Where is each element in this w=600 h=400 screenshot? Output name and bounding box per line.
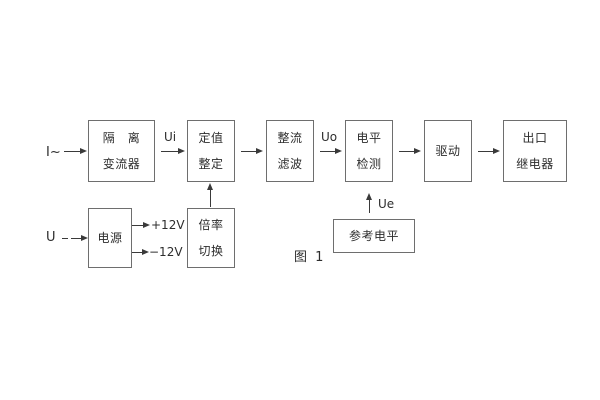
block-isolation-transformer-line2: 变流器: [102, 157, 141, 171]
block-rectifier-filter: 整流 滤波: [266, 120, 314, 182]
rail-positive-label: +12V: [151, 218, 185, 232]
block-output-relay: 出口 继电器: [503, 120, 567, 182]
arrow-voltage-to-power: [71, 235, 88, 241]
arrow-isolation-to-setting: [161, 148, 185, 154]
block-setting-adjust-line2: 整定: [198, 157, 224, 171]
block-level-detect-line1: 电平: [356, 131, 382, 145]
block-power-supply-label: 电源: [97, 231, 123, 245]
signal-ue-label: Ue: [378, 197, 395, 211]
block-ratio-switch-line1: 倍率: [198, 218, 224, 232]
signal-ui-label: Ui: [164, 130, 177, 144]
dash-voltage-input: [62, 238, 68, 239]
block-rectifier-filter-line1: 整流: [277, 131, 303, 145]
block-reference-level: 参考电平: [333, 219, 415, 253]
arrow-power-negative-rail: [132, 249, 149, 255]
block-level-detect: 电平 检测: [345, 120, 393, 182]
figure-caption: 图 1: [294, 250, 326, 265]
input-voltage-label: U: [46, 230, 56, 245]
arrow-driver-to-relay: [478, 148, 500, 154]
block-ratio-switch: 倍率 切换: [187, 208, 235, 268]
block-isolation-transformer-line1: 隔 离: [102, 131, 141, 145]
arrow-rectifier-to-level: [320, 148, 342, 154]
block-ratio-switch-line2: 切换: [198, 244, 224, 258]
arrow-level-to-driver: [399, 148, 421, 154]
block-output-relay-line2: 继电器: [516, 157, 554, 171]
signal-uo-label: Uo: [321, 130, 338, 144]
block-driver: 驱动: [424, 120, 472, 182]
block-isolation-transformer: 隔 离 变流器: [88, 120, 155, 182]
input-current-label: I~: [46, 145, 61, 160]
block-output-relay-line1: 出口: [522, 131, 548, 145]
block-reference-level-label: 参考电平: [348, 229, 399, 243]
block-rectifier-filter-line2: 滤波: [277, 157, 303, 171]
arrow-current-to-isolation: [64, 148, 87, 154]
arrow-setting-to-rectifier: [241, 148, 263, 154]
rail-negative-label: −12V: [149, 245, 183, 259]
arrow-reference-to-level: [366, 193, 372, 213]
arrow-ratio-to-setting: [207, 183, 213, 207]
block-driver-label: 驱动: [435, 144, 461, 158]
arrow-power-positive-rail: [132, 222, 150, 228]
block-setting-adjust-line1: 定值: [198, 131, 224, 145]
block-power-supply: 电源: [88, 208, 132, 268]
block-level-detect-line2: 检测: [356, 157, 382, 171]
block-setting-adjust: 定值 整定: [187, 120, 235, 182]
